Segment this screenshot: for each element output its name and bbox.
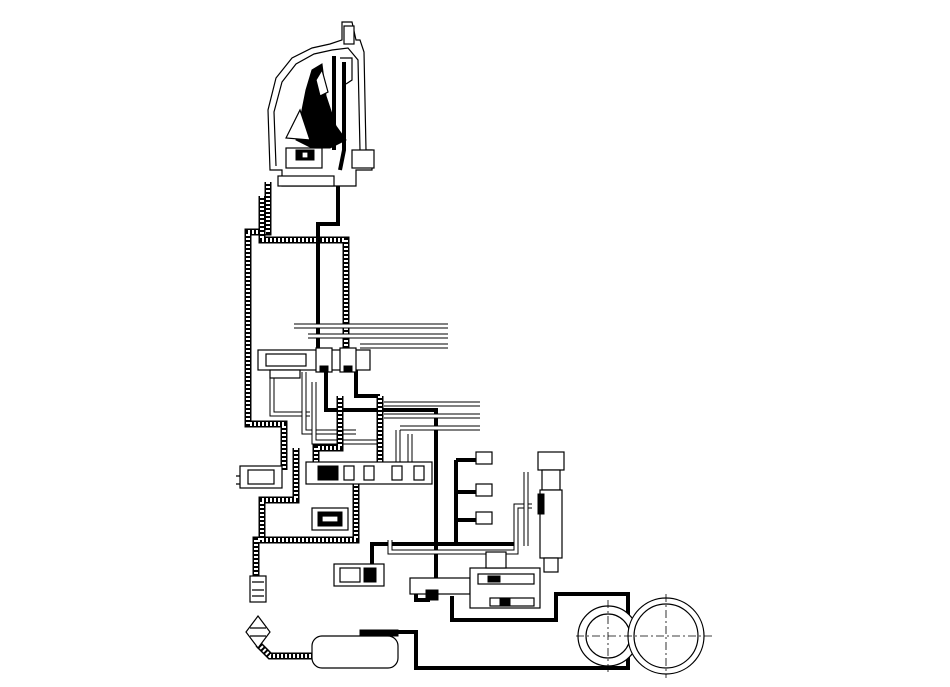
- oil-cooler: [311, 629, 399, 669]
- shift-valve-body: [305, 461, 433, 531]
- manual-valve: [257, 347, 371, 379]
- oil-filter: [245, 575, 271, 649]
- right-valve-cluster: [469, 451, 541, 609]
- hydraulic-lines: [244, 182, 630, 670]
- solenoid: [537, 451, 565, 573]
- left-valve: [236, 465, 283, 489]
- torque-converter: [267, 21, 375, 187]
- oil-pump: [576, 594, 712, 678]
- pressure-regulator-valve: [333, 563, 471, 601]
